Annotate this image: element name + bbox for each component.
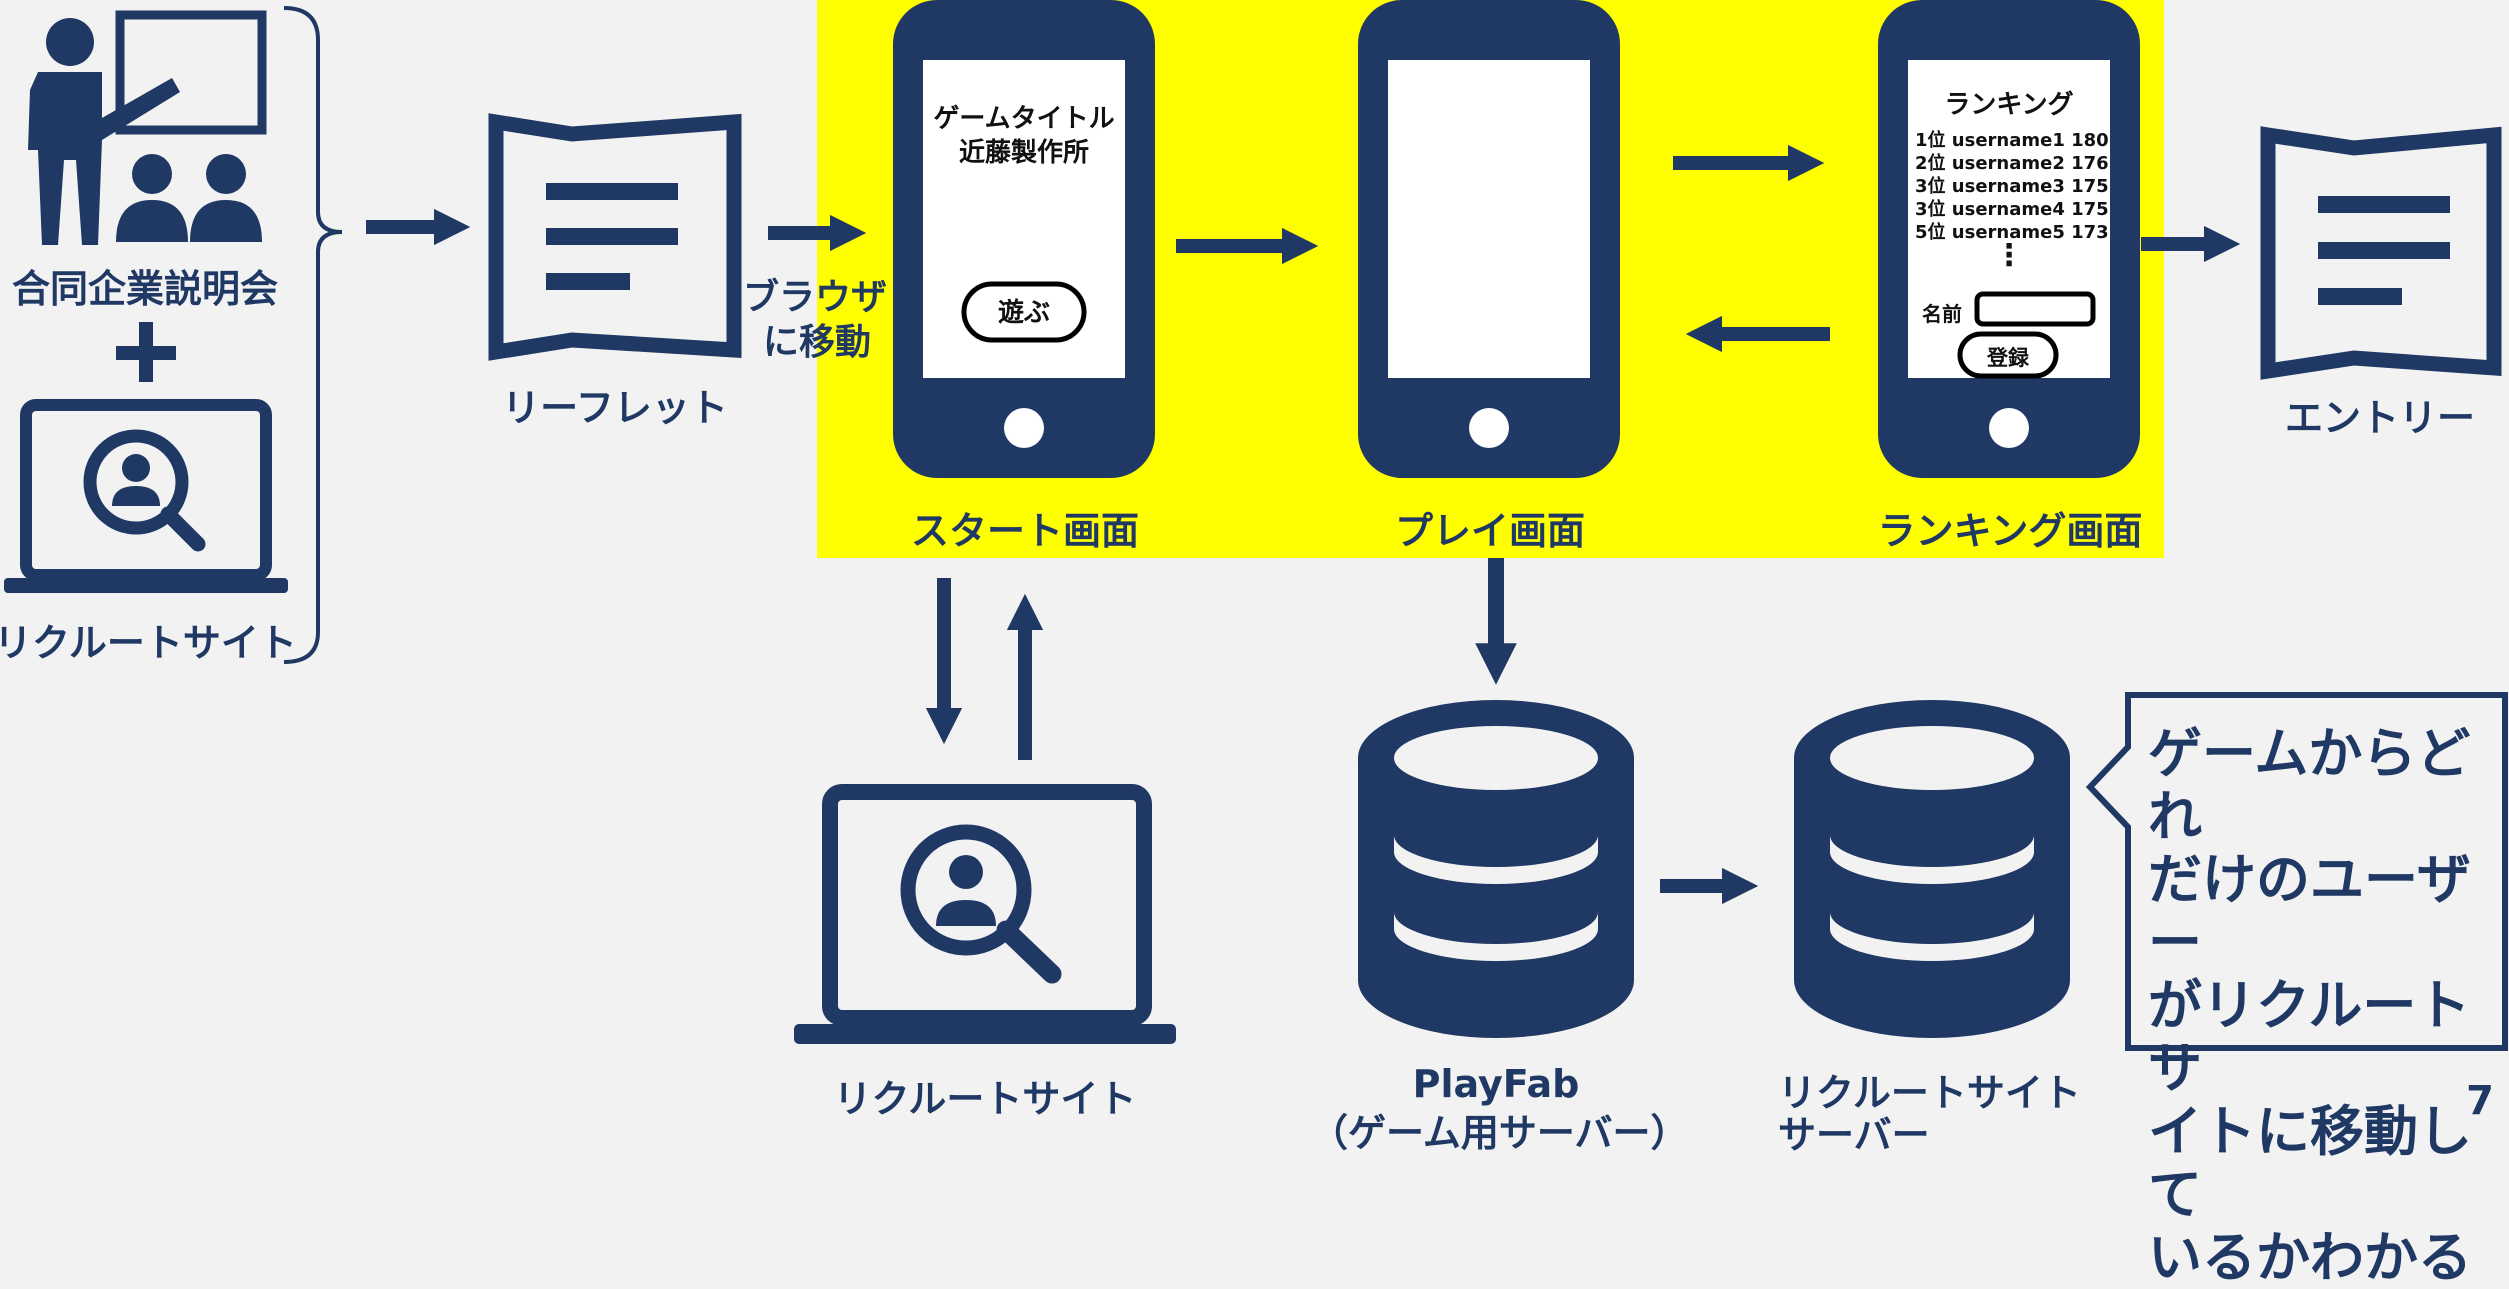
callout-line: いるかわかる [2148, 1226, 2472, 1289]
start-title-line2: 近藤製作所 [958, 138, 1089, 168]
recruit-site-laptop-icon [4, 399, 288, 593]
recruit-server-label-line1: リクルートサイト [1778, 1071, 2081, 1115]
grouping-brace [283, 6, 343, 664]
callout-line: ゲームからどれ [2148, 722, 2471, 848]
start-title-line1: ゲームタイトル [933, 104, 1115, 134]
callout-line: がリクルートサ [2148, 974, 2471, 1100]
entry-label: エントリー [2284, 396, 2475, 440]
play-button[interactable]: 遊ぶ [997, 298, 1050, 328]
bottom-recruit-site-label: リクルートサイト [833, 1077, 1137, 1121]
page-number: 7 [2466, 1078, 2494, 1124]
register-button[interactable]: 登録 [1987, 346, 2029, 370]
start-screen-phone [893, 0, 1155, 478]
leaflet-icon [488, 113, 742, 361]
ranking-row: 3位 username3 175 [1915, 176, 2109, 197]
playfab-database-icon [1358, 700, 1634, 1038]
playfab-label-line1: PlayFab [1412, 1062, 1580, 1106]
playfab-label-line2: （ゲーム用サーバー） [1310, 1111, 1689, 1155]
presenter-icon [28, 10, 267, 245]
ranking-screen-phone [1878, 0, 2140, 478]
diagram-canvas [4, 0, 2508, 1051]
leaflet-label: リーフレット [502, 386, 728, 430]
play-screen-label: プレイ画面 [1394, 509, 1585, 553]
browser-move-line1: ブラウザ [742, 277, 887, 318]
name-label: 名前 [1922, 302, 1962, 326]
plus-icon [116, 322, 176, 382]
ranking-heading: ランキング [1944, 90, 2074, 120]
ranking-screen-label: ランキング画面 [1877, 509, 2143, 553]
callout-line: イトに移動して [2148, 1100, 2472, 1226]
callout-line: だけのユーザー [2148, 848, 2471, 974]
seminar-label: 合同企業説明会 [11, 267, 278, 311]
recruit-server-database-icon [1794, 700, 2070, 1038]
entry-leaflet-icon [2260, 126, 2502, 380]
recruit-site-label: リクルートサイト [0, 621, 297, 665]
bottom-recruit-laptop-icon [794, 784, 1176, 1044]
callout-text: ゲームからどれ だけのユーザー がリクルートサ イトに移動して いるかわかる [2148, 722, 2498, 1289]
browser-move-line2: に移動 [762, 322, 871, 363]
ranking-row: 5位 username5 173 [1915, 222, 2109, 243]
ranking-row: 3位 username4 175 [1915, 199, 2109, 220]
ranking-row: 2位 username2 176 [1915, 153, 2109, 174]
play-screen-phone [1358, 0, 1620, 478]
callout-box [2085, 692, 2508, 1051]
name-input[interactable] [1977, 294, 2093, 324]
start-screen-label: スタート画面 [910, 509, 1139, 553]
recruit-server-label-line2: サーバー [1778, 1113, 1930, 1157]
ranking-ellipsis: ⋮ [1994, 238, 2024, 273]
ranking-row: 1位 username1 180 [1915, 130, 2109, 151]
